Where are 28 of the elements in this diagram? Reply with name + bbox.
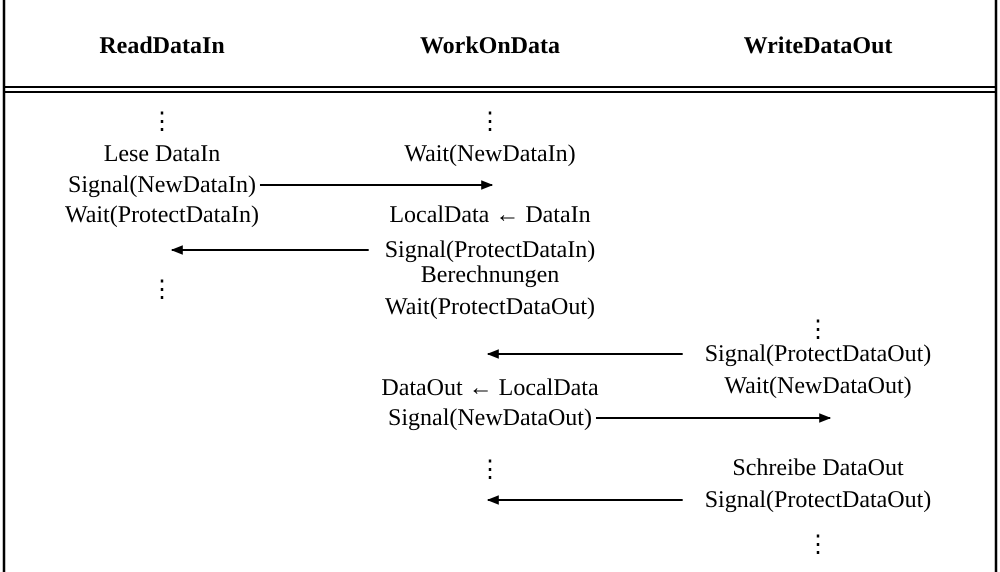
statement-text: Wait(ProtectDataIn) <box>65 202 259 228</box>
statement-text: Schreibe DataOut <box>732 454 904 482</box>
arrow <box>486 495 683 505</box>
signal-text: Signal(ProtectDataIn) <box>384 236 596 264</box>
column-heading: WorkOnData <box>420 32 560 60</box>
statement-text: LocalData ← DataIn <box>389 202 591 228</box>
ellipsis-mark: ⋮ <box>806 316 830 344</box>
arrow <box>486 349 683 359</box>
statement-text: Lese DataIn <box>104 140 220 168</box>
signal-text: Signal(ProtectDataOut) <box>704 340 932 368</box>
ellipsis-mark: ⋮ <box>478 456 502 484</box>
column-heading: ReadDataIn <box>99 32 225 60</box>
statement-text: Wait(NewDataIn) <box>404 140 576 168</box>
ellipsis-mark: ⋮ <box>806 532 830 558</box>
arrow <box>260 180 494 190</box>
statement-text: Berechnungen <box>420 262 560 288</box>
arrow <box>170 245 369 255</box>
signal-text: Signal(ProtectDataOut) <box>704 486 932 514</box>
column-heading: WriteDataOut <box>744 32 892 60</box>
ellipsis-mark: ⋮ <box>150 276 174 304</box>
statement-text: Wait(NewDataOut) <box>724 372 912 400</box>
statement-text: DataOut ← LocalData <box>381 374 599 402</box>
signal-text: Signal(NewDataOut) <box>388 404 592 432</box>
signal-text: Signal(NewDataIn) <box>68 172 256 198</box>
statement-text: Wait(ProtectDataOut) <box>385 294 595 320</box>
arrow <box>596 413 832 423</box>
ellipsis-mark: ⋮ <box>478 108 502 136</box>
ellipsis-mark: ⋮ <box>150 108 174 136</box>
